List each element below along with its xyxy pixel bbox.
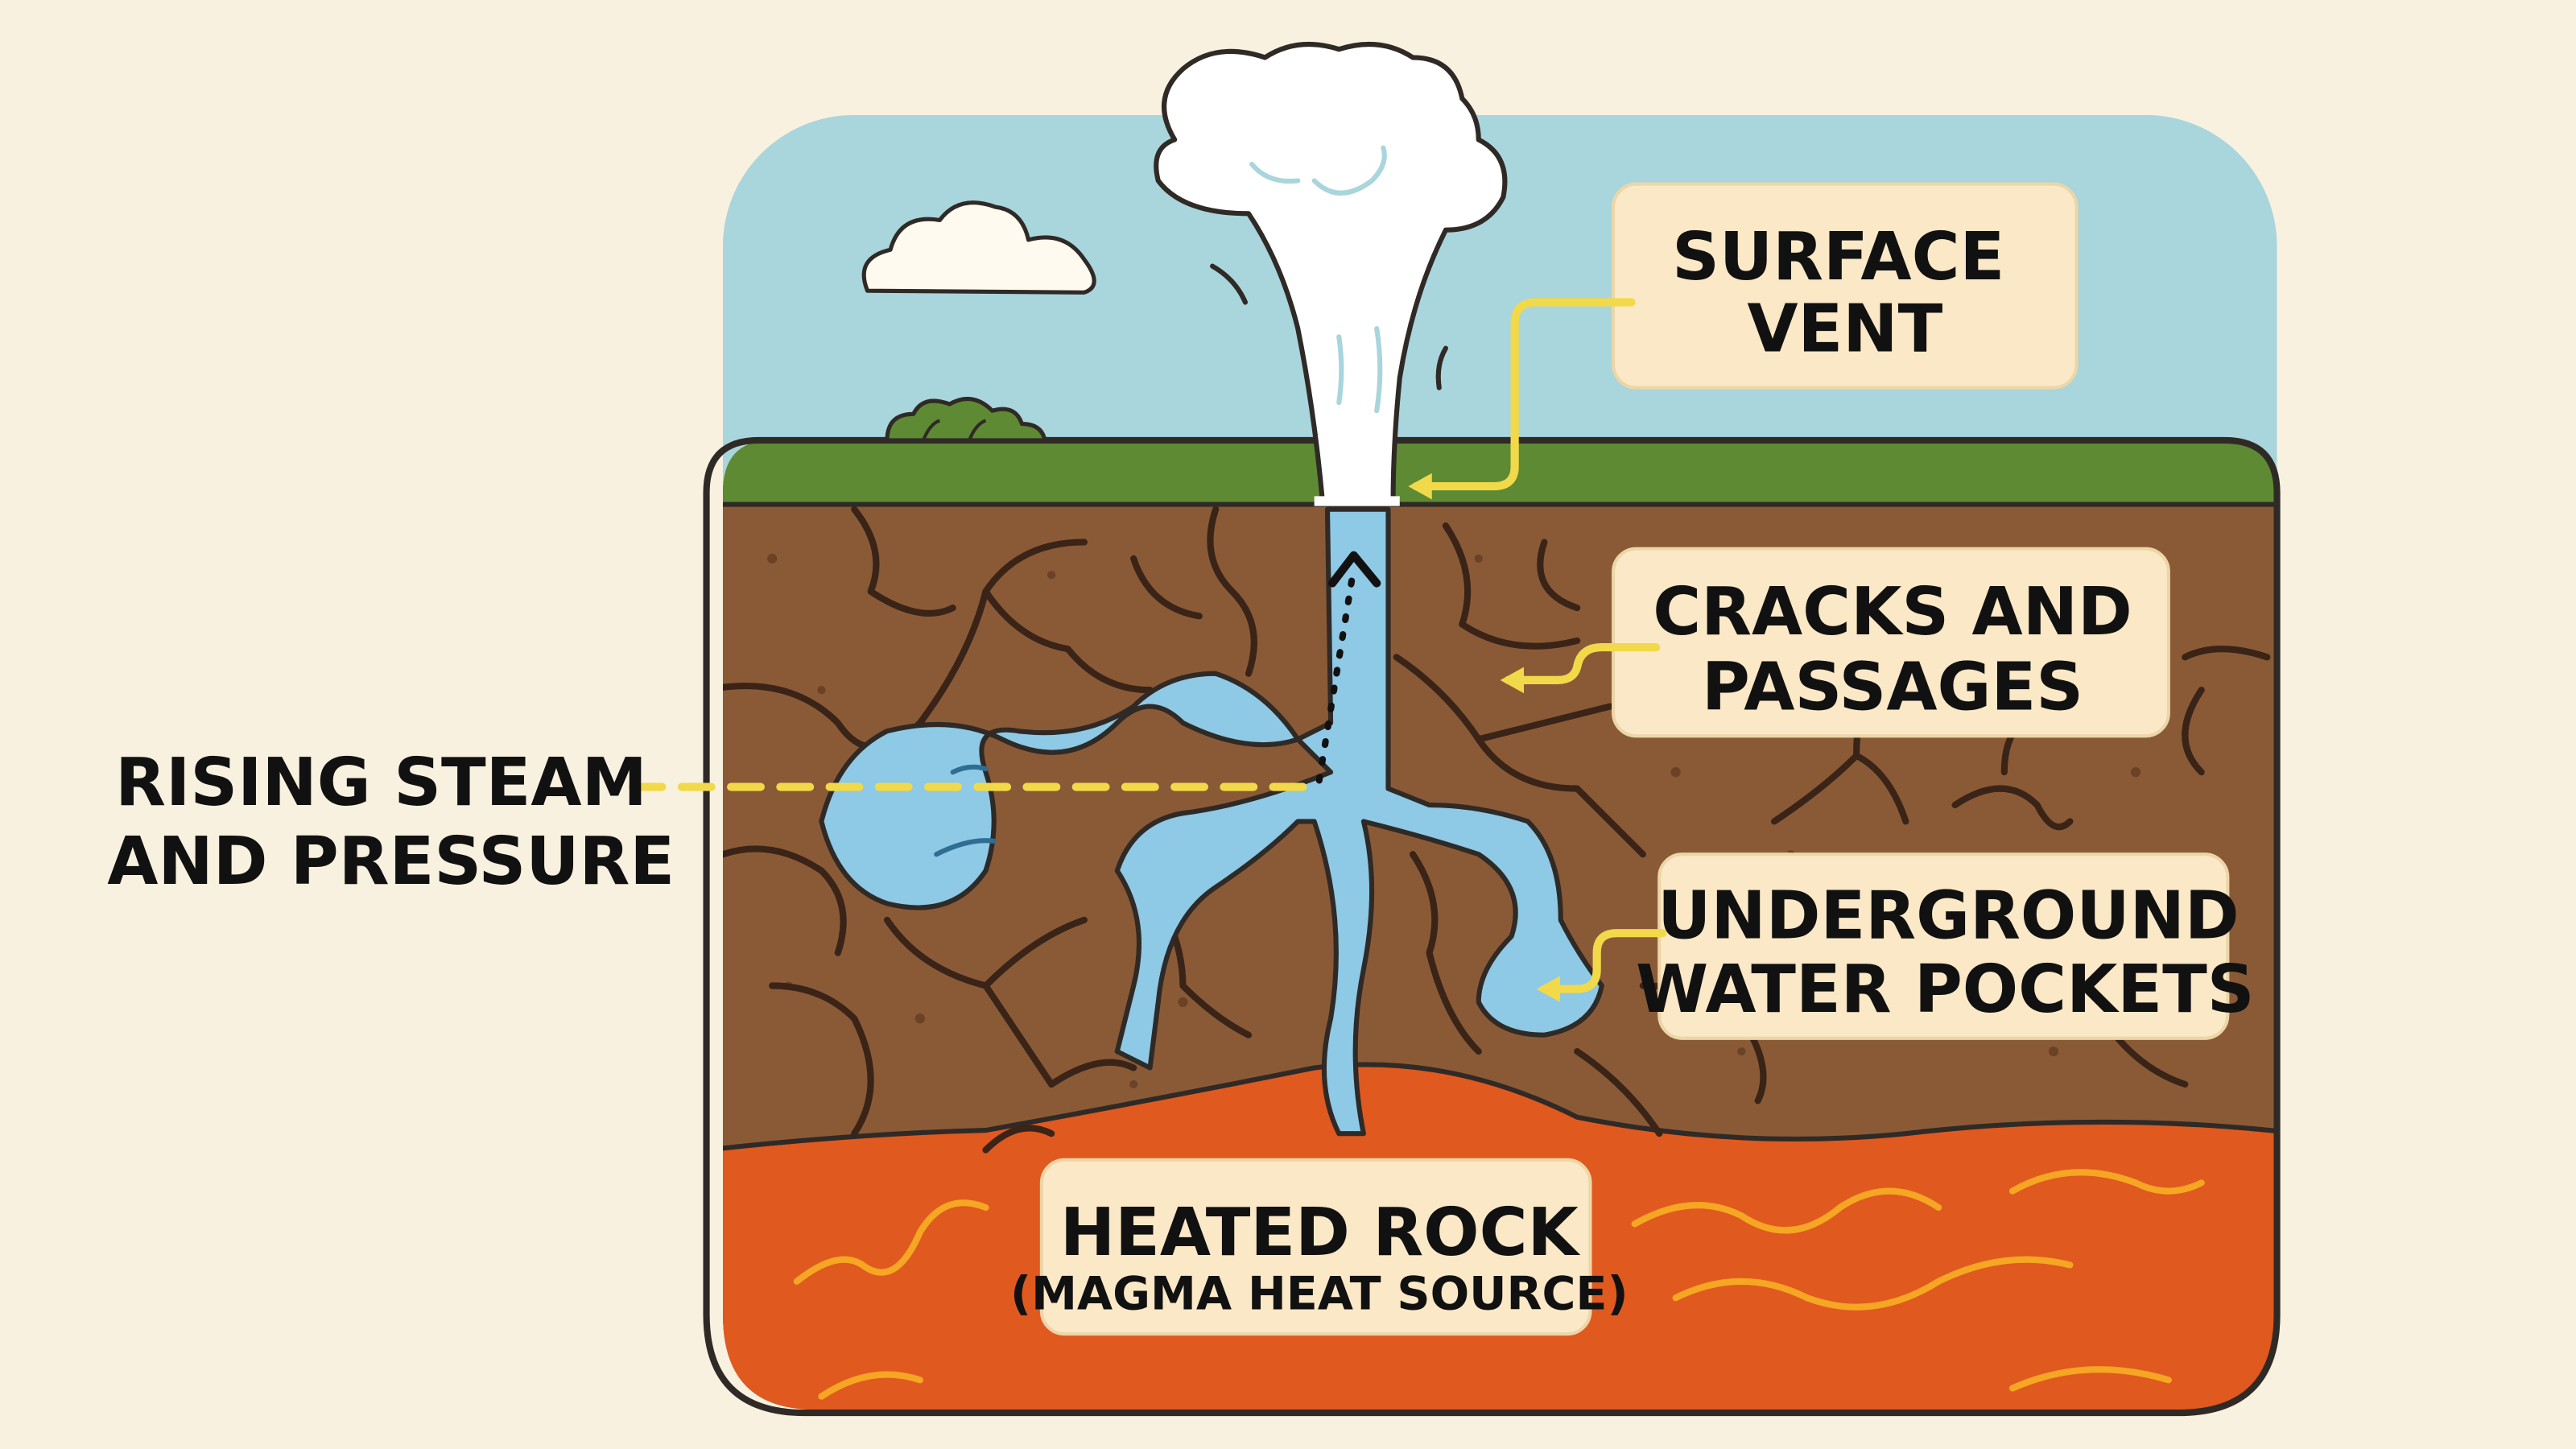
steam-rising-path <box>1315 551 1381 784</box>
label-surface-vent-line2: VENT <box>1747 291 1942 368</box>
label-surface-vent-line1: SURFACE <box>1672 219 2004 295</box>
label-heated-rock: HEATED ROCK (MAGMA HEAT SOURCE) <box>1010 1158 1629 1336</box>
bush-icon <box>885 396 1047 443</box>
ground-outline <box>703 436 2281 1417</box>
arrow-icon <box>1500 642 1661 694</box>
label-cracks-line1: CRACKS AND <box>1653 574 2132 650</box>
water-highlights <box>934 764 997 857</box>
label-rising-steam: RISING STEAM AND PRESSURE <box>107 745 675 900</box>
label-heated-line2: (MAGMA HEAT SOURCE) <box>1010 1268 1629 1321</box>
label-heated-line1: HEATED ROCK <box>1060 1195 1581 1271</box>
label-water-pockets: UNDERGROUND WATER POCKETS <box>1536 852 2255 1040</box>
label-water-line1: UNDERGROUND <box>1657 877 2240 954</box>
label-surface-vent: SURFACE VENT <box>1408 182 2079 500</box>
arrow-icon <box>1408 298 1636 500</box>
label-cracks-line2: PASSAGES <box>1702 650 2083 726</box>
arrow-icon <box>1536 929 1667 1002</box>
water-pocket-left <box>819 506 1604 1137</box>
label-steam-line2: AND PRESSURE <box>107 824 675 900</box>
grass-layer <box>722 440 2277 506</box>
cloud-icon <box>861 200 1096 295</box>
geyser-plume <box>1154 41 1508 506</box>
label-water-line2: WATER POCKETS <box>1636 952 2255 1028</box>
chevron-up-icon <box>1328 551 1381 588</box>
label-cracks-passages: CRACKS AND PASSAGES <box>1500 547 2170 738</box>
label-steam-line1: RISING STEAM <box>115 745 647 821</box>
